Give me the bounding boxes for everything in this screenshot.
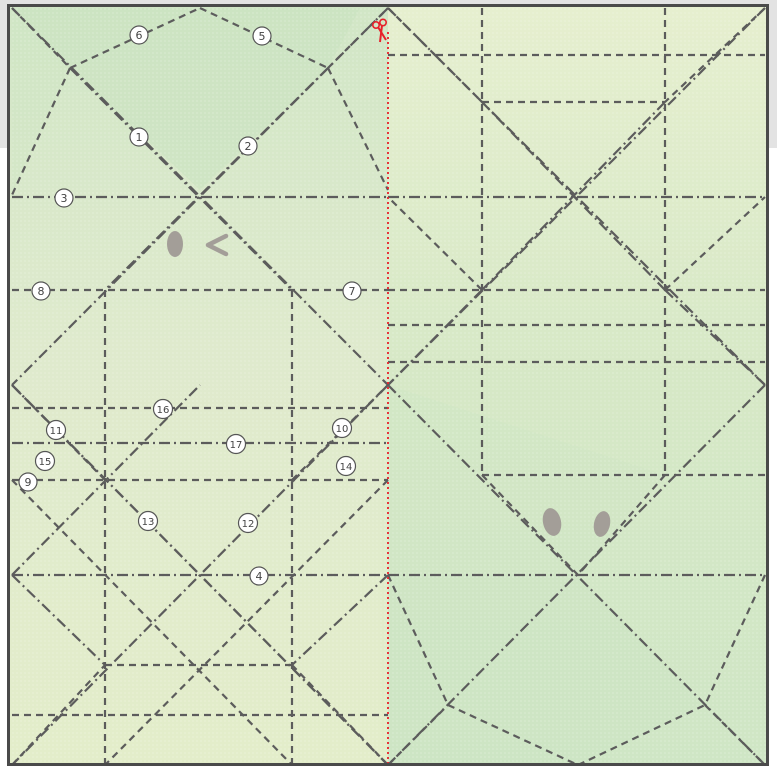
step-marker: 8 <box>32 282 50 300</box>
svg-text:2: 2 <box>245 140 252 153</box>
svg-text:15: 15 <box>39 457 52 468</box>
step-marker: 16 <box>154 400 173 419</box>
svg-text:11: 11 <box>50 426 63 437</box>
step-marker: 1 <box>130 128 148 146</box>
step-marker: 7 <box>343 282 361 300</box>
step-marker: 6 <box>130 26 148 44</box>
step-marker: 3 <box>55 189 73 207</box>
svg-text:14: 14 <box>340 462 353 473</box>
svg-text:17: 17 <box>230 440 243 451</box>
svg-text:12: 12 <box>242 519 255 530</box>
step-marker: 9 <box>19 473 37 491</box>
step-marker: 17 <box>227 435 246 454</box>
svg-text:6: 6 <box>136 29 143 42</box>
svg-text:10: 10 <box>336 424 349 435</box>
step-marker: 15 <box>36 452 55 471</box>
step-marker: 2 <box>239 137 257 155</box>
step-marker: 12 <box>239 514 258 533</box>
svg-text:8: 8 <box>38 285 45 298</box>
svg-text:3: 3 <box>61 192 68 205</box>
step-marker: 13 <box>139 512 158 531</box>
step-marker: 5 <box>253 27 271 45</box>
svg-text:16: 16 <box>157 405 170 416</box>
svg-text:13: 13 <box>142 517 155 528</box>
step-marker: 11 <box>47 421 66 440</box>
step-marker: 4 <box>250 567 268 585</box>
svg-text:9: 9 <box>25 476 32 489</box>
step-marker: 14 <box>337 457 356 476</box>
step-marker: 10 <box>333 419 352 438</box>
svg-text:4: 4 <box>256 570 263 583</box>
eye-icon <box>167 231 183 257</box>
svg-text:5: 5 <box>259 30 266 43</box>
svg-text:1: 1 <box>136 131 143 144</box>
svg-text:7: 7 <box>349 285 356 298</box>
